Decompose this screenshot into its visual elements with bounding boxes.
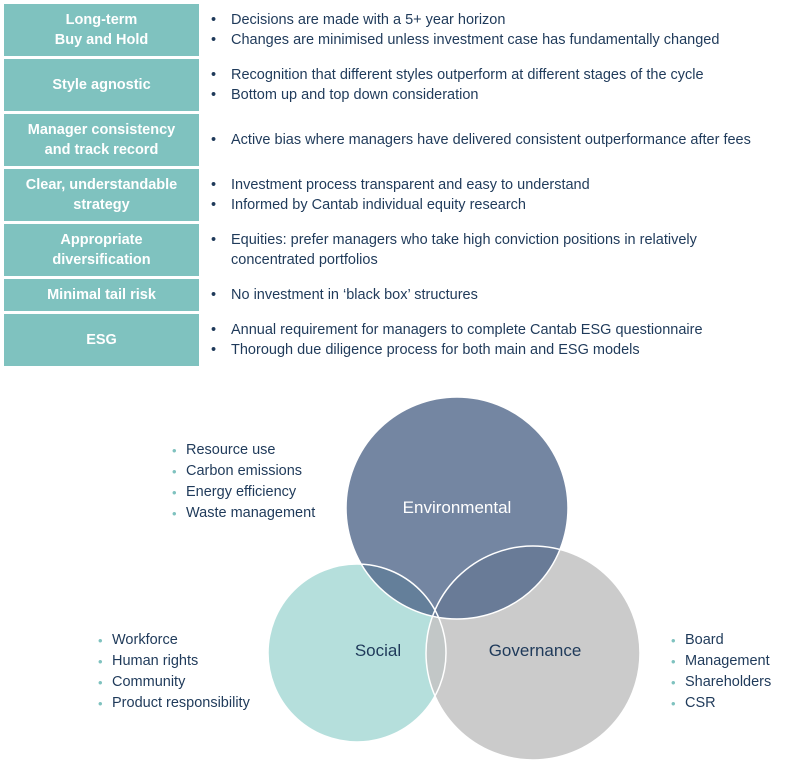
environmental-circle-outline	[345, 396, 569, 620]
row-content: •Active bias where managers have deliver…	[199, 114, 798, 166]
list-item: •Shareholders	[671, 674, 772, 690]
table-row: ESG •Annual requirement for managers to …	[4, 314, 798, 366]
bullet-item: •Informed by Cantab individual equity re…	[211, 197, 526, 213]
bullet-item: •Active bias where managers have deliver…	[211, 131, 751, 148]
bullet-item: •Equities: prefer managers who take high…	[211, 231, 697, 269]
list-item: •Product responsibility	[98, 695, 250, 711]
row-label: ESG	[4, 314, 199, 366]
list-item: •CSR	[671, 695, 716, 711]
row-label: Manager consistency and track record	[4, 114, 199, 166]
table-row: Long-term Buy and Hold •Decisions are ma…	[4, 4, 798, 56]
row-label: Long-term Buy and Hold	[4, 4, 199, 56]
bullet-item: •Investment process transparent and easy…	[211, 176, 590, 193]
investment-principles-table: Long-term Buy and Hold •Decisions are ma…	[4, 4, 798, 369]
list-item: •Resource use	[172, 442, 276, 458]
list-item: •Board	[671, 632, 724, 648]
bullet-item: •Annual requirement for managers to comp…	[211, 321, 703, 338]
row-content: •Recognition that different styles outpe…	[199, 59, 798, 111]
environmental-circle	[346, 397, 568, 619]
list-item: •Human rights	[98, 653, 199, 669]
bullet-item: •Recognition that different styles outpe…	[211, 66, 704, 83]
row-content: •Decisions are made with a 5+ year horiz…	[199, 4, 798, 56]
table-row: Manager consistency and track record •Ac…	[4, 114, 798, 166]
row-content: •Investment process transparent and easy…	[199, 169, 798, 221]
venn-circles	[267, 396, 641, 761]
row-label: Appropriate diversification	[4, 224, 199, 276]
list-item: •Community	[98, 674, 186, 690]
row-label: Style agnostic	[4, 59, 199, 111]
row-label: Clear, understandable strategy	[4, 169, 199, 221]
row-content: •No investment in ‘black box’ structures	[199, 279, 798, 311]
list-item: •Energy efficiency	[172, 484, 297, 500]
social-items: •Workforce •Human rights •Community •Pro…	[98, 630, 250, 714]
governance-items: •Board •Management •Shareholders •CSR	[671, 630, 771, 714]
table-row: Style agnostic •Recognition that differe…	[4, 59, 798, 111]
environmental-items: •Resource use •Carbon emissions •Energy …	[172, 440, 315, 524]
bullet-item: •No investment in ‘black box’ structures	[211, 286, 478, 303]
list-item: •Workforce	[98, 632, 178, 648]
governance-label: Governance	[488, 641, 582, 660]
bullet-item: •Changes are minimised unless investment…	[211, 32, 720, 48]
list-item: •Management	[671, 653, 770, 669]
bullet-item: •Decisions are made with a 5+ year horiz…	[211, 11, 506, 28]
list-item: •Waste management	[172, 505, 316, 521]
row-label: Minimal tail risk	[4, 279, 199, 311]
social-label: Social	[354, 641, 402, 660]
environmental-label: Environmental	[402, 498, 512, 517]
table-row: Appropriate diversification •Equities: p…	[4, 224, 798, 276]
bullet-item: •Thorough due diligence process for both…	[211, 342, 640, 358]
governance-circle-outline	[425, 545, 641, 761]
list-item: •Carbon emissions	[172, 463, 303, 479]
table-row: Clear, understandable strategy •Investme…	[4, 169, 798, 221]
social-circle-outline	[267, 563, 447, 743]
social-circle	[268, 564, 446, 742]
table-row: Minimal tail risk •No investment in ‘bla…	[4, 279, 798, 311]
row-content: •Annual requirement for managers to comp…	[199, 314, 798, 366]
row-content: •Equities: prefer managers who take high…	[199, 224, 798, 276]
bullet-item: •Bottom up and top down consideration	[211, 87, 479, 103]
esg-venn-diagram: Environmental Social Governance •Resourc…	[0, 380, 800, 770]
